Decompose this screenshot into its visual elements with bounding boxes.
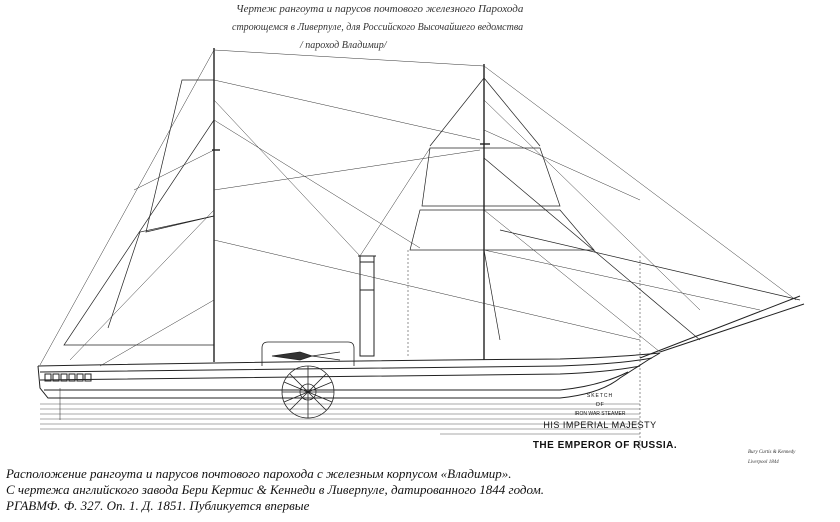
- drawing-title-line-3: / пароход Владимир/: [300, 40, 387, 51]
- plate-label-of: OF: [595, 402, 605, 408]
- rigging: [39, 49, 797, 367]
- plate-label-majesty: HIS IMPERIAL MAJESTY: [543, 420, 657, 430]
- signature-line-1: Bury Curtis & Kennedy: [748, 450, 796, 455]
- plate-label-sketch: SKETCH: [586, 393, 614, 399]
- paddle-box: [261, 341, 355, 419]
- plate-label-steamer: IRON WAR STEAMER: [574, 411, 626, 417]
- water-lines: [40, 403, 640, 435]
- plate-label-emperor: THE EMPEROR OF RUSSIA.: [532, 440, 678, 451]
- dimension-line: [407, 250, 641, 450]
- drawing-title-line-1: Чертеж рангоута и парусов почтового желе…: [236, 3, 524, 15]
- caption-line-3: РГАВМФ. Ф. 327. Оп. 1. Д. 1851. Публикуе…: [6, 498, 310, 513]
- caption-line-2: С чертежа английского завода Бери Кертис…: [6, 482, 545, 497]
- bowsprit: [639, 295, 805, 359]
- drawing-title-line-2: строющемся в Ливерпуле, для Российского …: [232, 22, 524, 33]
- signature-line-2: Liverpool 1844: [748, 460, 779, 465]
- hull: [37, 352, 661, 399]
- caption: Расположение рангоута и парусов почтовог…: [6, 466, 566, 514]
- aft-sails: [63, 79, 215, 346]
- funnel: [358, 255, 376, 357]
- fore-sails: [409, 77, 801, 341]
- caption-line-1: Расположение рангоута и парусов почтовог…: [6, 466, 512, 481]
- ship-drawing: [37, 48, 805, 450]
